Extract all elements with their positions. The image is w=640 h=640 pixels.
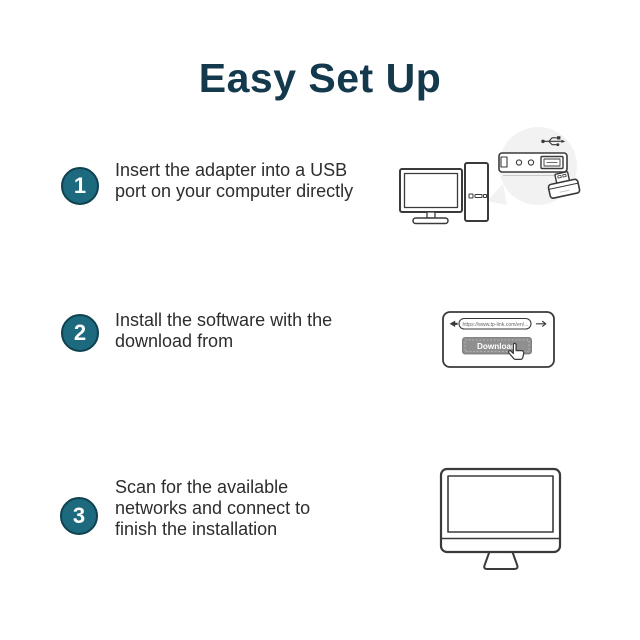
usb-port-icon xyxy=(540,155,564,170)
step-1-line-1: Insert the adapter into a USB xyxy=(115,160,348,180)
usb-adapter-icon xyxy=(547,171,581,199)
download-button-label: Download xyxy=(477,342,516,351)
step-1-illustration xyxy=(399,127,581,225)
browser-window: https://www.tp-link.com/en/... Download xyxy=(442,311,555,368)
imac-monitor-icon xyxy=(439,467,562,570)
address-bar-url: https://www.tp-link.com/en/... xyxy=(463,322,529,328)
step-2-badge: 2 xyxy=(61,314,99,352)
step-3-line-2: networks and connect to xyxy=(115,498,311,518)
step-2-illustration: https://www.tp-link.com/en/... Download xyxy=(442,311,555,368)
step-2-line-1: Install the software with the xyxy=(115,310,333,330)
step-3-line-1: Scan for the available xyxy=(115,477,289,497)
pc-tower-icon xyxy=(464,162,489,222)
page-title: Easy Set Up xyxy=(198,55,442,102)
back-arrow-icon xyxy=(449,320,458,327)
usb-ports-panel xyxy=(498,152,568,176)
step-3-illustration xyxy=(439,467,562,570)
audio-jack-icon xyxy=(527,159,535,166)
step-2-line-2: download from xyxy=(115,331,234,351)
step-1-line-2: port on your computer directly xyxy=(115,181,354,201)
forward-arrow-icon xyxy=(535,320,547,327)
step-1-number: 1 xyxy=(73,173,87,198)
step-1-badge: 1 xyxy=(61,167,99,205)
address-bar xyxy=(458,317,532,330)
usb-symbol-icon xyxy=(541,136,566,147)
step-3-line-3: finish the installation xyxy=(115,519,278,539)
step-2-text: Install the software with the download f… xyxy=(115,310,332,352)
step-1-text: Insert the adapter into a USB port on yo… xyxy=(115,160,353,202)
step-3-text: Scan for the available networks and conn… xyxy=(115,477,310,540)
callout-wedge xyxy=(487,184,507,205)
step-2-number: 2 xyxy=(73,320,87,345)
step-3-badge: 3 xyxy=(60,497,98,535)
step-3-number: 3 xyxy=(72,503,86,528)
cursor-hand-icon xyxy=(507,342,525,361)
desktop-monitor-icon xyxy=(399,168,463,225)
audio-jack-icon xyxy=(515,159,523,166)
